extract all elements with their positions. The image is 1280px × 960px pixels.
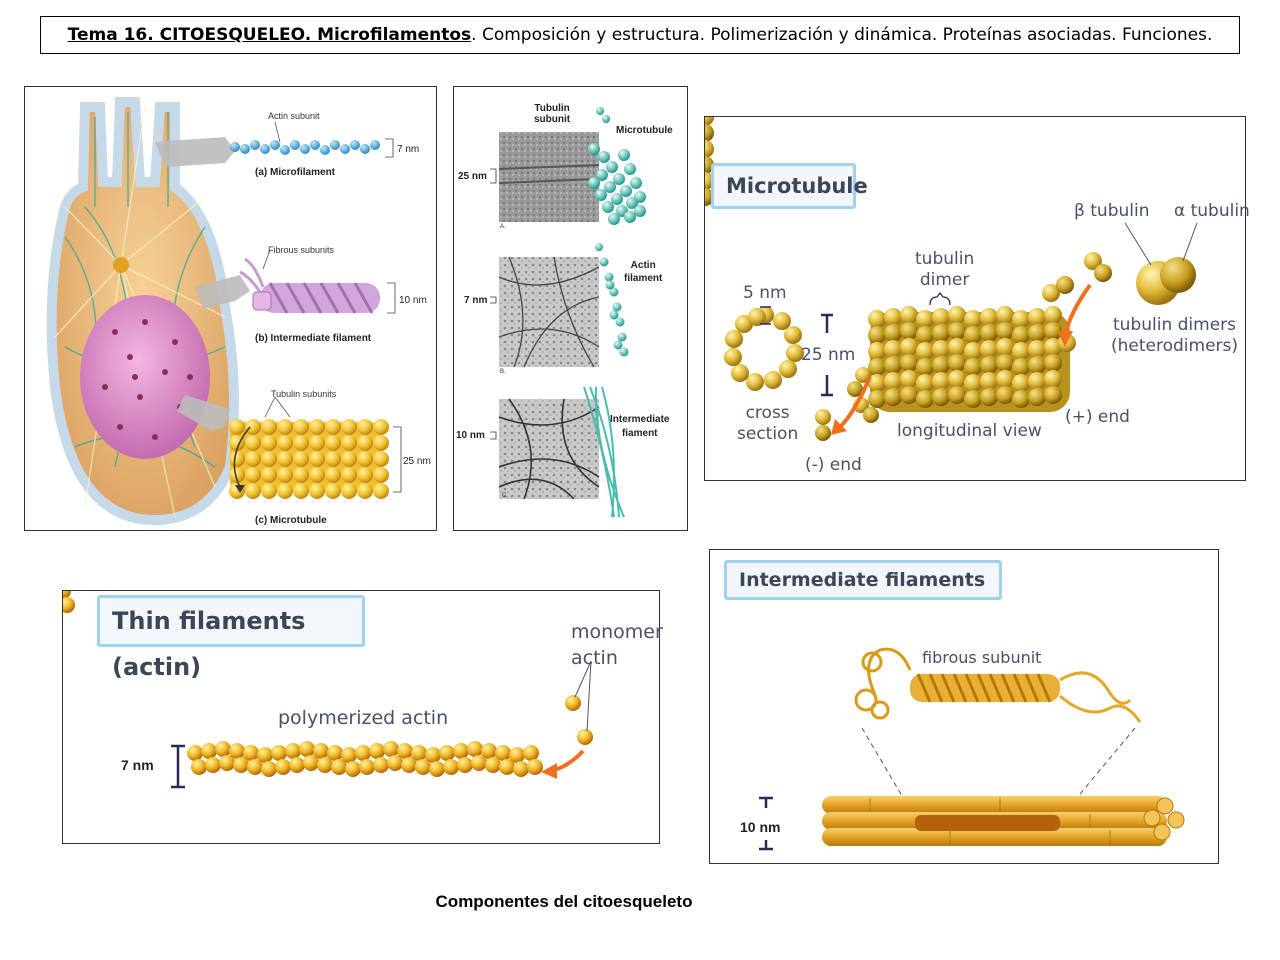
- slide-title: Tema 16. CITOESQUELEO. Microfilamentos. …: [40, 16, 1240, 54]
- intermediate-title: Intermediate filaments: [724, 560, 1002, 600]
- intermediate-illustration: [759, 647, 1185, 851]
- label-if-size: 10 nm: [740, 819, 781, 835]
- label-actin-subunit: Actin subunit: [268, 111, 320, 121]
- microtubule-illustration: [705, 117, 1198, 441]
- label-intermediate-size: 10 nm: [399, 295, 427, 306]
- title-bold: Tema 16. CITOESQUELEO. Microfilamentos: [67, 25, 472, 45]
- panel-microtubule: Microtubule β tubulin α tubulin tubulin …: [704, 116, 1250, 481]
- label-microtubule: Microtubule: [616, 125, 673, 136]
- label-tubulin-subunits: Tubulin subunits: [271, 389, 337, 399]
- label-25nm: 25 nm: [801, 345, 856, 365]
- panel-intermediate-filaments: Intermediate filaments fibrous subunit 1…: [709, 549, 1219, 864]
- caption-microfilament: (a) Microfilament: [255, 167, 336, 178]
- label-actin-filament: Actin filament: [624, 260, 663, 284]
- panel-electron-micrographs: Tubulin subunit Microtubule 25 nm A. Act…: [453, 86, 688, 531]
- label-polymerized-actin: polymerized actin: [278, 707, 449, 729]
- label-tubulin-dimers: tubulin dimers (heterodimers): [1111, 315, 1239, 356]
- label-microtubule-size: 25 nm: [403, 456, 431, 467]
- label-longitudinal-view: longitudinal view: [897, 421, 1042, 441]
- label-size-25nm: 25 nm: [458, 171, 487, 182]
- actin-illustration: [63, 591, 593, 789]
- label-beta-tubulin: β tubulin: [1074, 201, 1150, 221]
- panel-cell-overview: Actin subunit 7 nm (a) Microfilament Fib…: [24, 86, 437, 531]
- caption-microtubule: (c) Microtubule: [255, 515, 327, 526]
- actin-title: Thin filaments (actin): [97, 595, 365, 681]
- letter-c: C.: [502, 493, 508, 499]
- label-tubulin-dimer: tubulin dimer: [915, 249, 975, 290]
- panel-actin: Thin filaments (actin) monomer actin pol…: [62, 590, 663, 844]
- letter-a: A.: [500, 224, 506, 230]
- label-intermediate-fiament: Intermediate fiament: [610, 414, 670, 439]
- letter-b: B.: [500, 369, 506, 375]
- caption-intermediate-filament: (b) Intermediate filament: [255, 333, 372, 344]
- micrograph-illustration: [490, 107, 646, 518]
- label-size-10nm: 10 nm: [456, 430, 485, 441]
- label-tubulin-subunit: Tubulin subunit: [534, 103, 571, 125]
- title-rest: . Composición y estructura. Polimerizaci…: [471, 25, 1213, 45]
- label-monomer-actin: monomer actin: [571, 621, 663, 669]
- cell-illustration: [46, 97, 402, 525]
- figure-caption: Componentes del citoesqueleto: [435, 892, 693, 911]
- label-microfilament-size: 7 nm: [397, 144, 420, 155]
- label-actin-size: 7 nm: [121, 757, 154, 773]
- label-minus-end: (-) end: [805, 455, 862, 475]
- label-plus-end: (+) end: [1065, 407, 1130, 427]
- label-cross-section: cross section: [737, 403, 799, 444]
- label-size-7nm: 7 nm: [464, 295, 488, 306]
- label-fibrous-subunits: Fibrous subunits: [268, 245, 335, 255]
- label-alpha-tubulin: α tubulin: [1174, 201, 1250, 221]
- label-fibrous-subunit: fibrous subunit: [922, 648, 1042, 667]
- microtubule-title: Microtubule: [711, 163, 868, 209]
- label-5nm: 5 nm: [743, 283, 787, 303]
